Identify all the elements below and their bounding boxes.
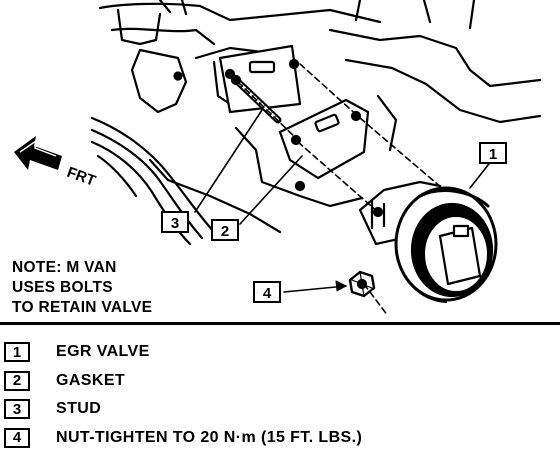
callout-1: 1: [479, 142, 507, 164]
legend-item: 1 EGR VALVE: [4, 338, 362, 367]
note-line: TO RETAIN VALVE: [12, 299, 153, 316]
divider: [0, 322, 560, 325]
assembly-guides: [237, 63, 443, 317]
mounting-pad: [173, 44, 306, 192]
legend-number: 1: [4, 342, 30, 363]
legend-item: 3 STUD: [4, 395, 362, 424]
legend-number: 4: [4, 427, 30, 448]
note-line: USES BOLTS: [12, 279, 113, 296]
svg-text:3: 3: [171, 215, 179, 232]
nut: [348, 270, 376, 298]
callout-2: 2: [211, 219, 239, 241]
note-text: NOTE: M VAN USES BOLTS TO RETAIN VALVE: [12, 258, 152, 318]
egr-valve-diagram: FRT 1 2 3 4: [14, 0, 542, 317]
legend-number: 3: [4, 399, 30, 420]
parts-legend: 1 EGR VALVE 2 GASKET 3 STUD 4 NUT-TIGHTE…: [4, 338, 362, 452]
legend-item: 2 GASKET: [4, 367, 362, 396]
legend-text: GASKET: [56, 371, 126, 389]
front-direction-arrow-icon: [14, 136, 62, 170]
gasket: [278, 98, 370, 180]
svg-text:4: 4: [263, 285, 272, 302]
hose-pipes: [90, 116, 216, 246]
leader-arrowhead: [335, 280, 347, 292]
legend-text: EGR VALVE: [56, 343, 150, 361]
note-line: NOTE: M VAN: [12, 259, 117, 276]
legend-text: NUT-TIGHTEN TO 20 N·m (15 FT. LBS.): [56, 428, 363, 446]
legend-number: 2: [4, 370, 30, 391]
svg-text:2: 2: [221, 223, 229, 240]
frt-label: FRT: [65, 164, 98, 190]
legend-item: 4 NUT-TIGHTEN TO 20 N·m (15 FT. LBS.): [4, 424, 362, 453]
engine-block-outline: [98, 0, 542, 234]
leader-lines: [194, 109, 493, 293]
callout-3: 3: [161, 211, 189, 233]
egr-valve: [358, 180, 498, 304]
svg-text:1: 1: [489, 146, 497, 163]
legend-text: STUD: [56, 400, 102, 418]
callout-4: 4: [253, 281, 281, 303]
